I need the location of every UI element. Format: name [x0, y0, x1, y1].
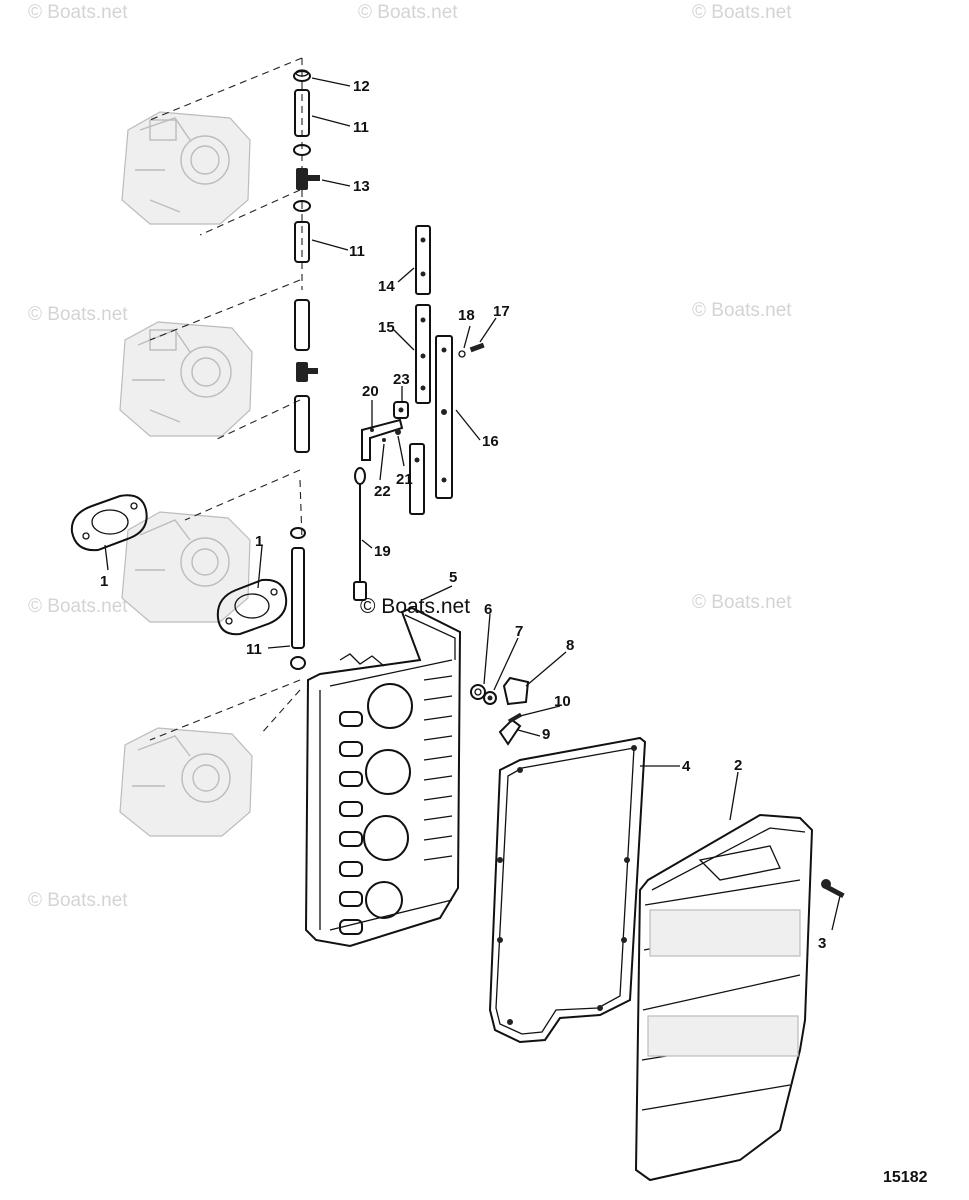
callout-13: 13: [353, 178, 370, 195]
callout-4: 4: [682, 758, 691, 775]
fuel-fittings: [290, 69, 320, 670]
callout-6: 6: [484, 601, 492, 618]
figure-number: 15182: [883, 1169, 928, 1186]
callout-16: 16: [482, 433, 499, 450]
callout-labels: 12 11 13 11 14 15 18 17 16 20 23 21 22 1…: [100, 78, 826, 952]
carburetor-ghost-4: [119, 727, 253, 837]
carburetor-ghost-3: [121, 511, 251, 623]
callout-21: 21: [396, 471, 413, 488]
leader-lines: [104, 77, 841, 931]
callout-8: 8: [566, 637, 574, 654]
callout-11-top: 11: [353, 119, 369, 136]
callout-15: 15: [378, 319, 395, 336]
carburetor-ghost-1: [121, 111, 251, 225]
manifold-reeds: [339, 711, 363, 935]
manifold-bores: [363, 683, 413, 919]
callout-12: 12: [353, 78, 370, 95]
watermark: © Boats.net: [692, 592, 792, 613]
watermark: © Boats.net: [692, 300, 792, 321]
callout-11-middle: 11: [349, 243, 365, 260]
intake-cover: [634, 813, 814, 1182]
callout-17: 17: [493, 303, 510, 320]
callout-14: 14: [378, 278, 395, 295]
intake-manifold: [304, 606, 462, 948]
callout-5: 5: [449, 569, 457, 586]
assembly-lines: [149, 57, 303, 741]
watermark-layer: © Boats.net © Boats.net © Boats.net © Bo…: [28, 2, 792, 911]
callout-23: 23: [393, 371, 410, 388]
callout-2: 2: [734, 757, 742, 774]
carburetor-gasket-left: [70, 494, 148, 552]
watermark: © Boats.net: [28, 890, 128, 911]
watermark: © Boats.net: [692, 2, 792, 23]
callout-19: 19: [374, 543, 391, 560]
carburetor-ghost-2: [119, 321, 253, 437]
cover-gasket: [488, 736, 647, 1044]
throttle-linkage: [353, 225, 485, 601]
callout-7: 7: [515, 623, 523, 640]
watermark-center: © Boats.net: [360, 595, 470, 618]
callout-22: 22: [374, 483, 391, 500]
callout-20: 20: [362, 383, 379, 400]
watermark: © Boats.net: [28, 2, 128, 23]
callout-18: 18: [458, 307, 475, 324]
watermark: © Boats.net: [28, 596, 128, 617]
callout-11-bottom: 11: [246, 641, 262, 658]
carburetor-gasket-right: [216, 578, 288, 636]
callout-1-left: 1: [100, 573, 108, 590]
watermark: © Boats.net: [28, 304, 128, 325]
callout-10: 10: [554, 693, 571, 710]
cover-screw: [821, 879, 845, 899]
watermark: © Boats.net: [358, 2, 458, 23]
callout-3: 3: [818, 935, 826, 952]
callout-9: 9: [542, 726, 550, 743]
small-parts: [470, 676, 530, 746]
callout-1-right: 1: [255, 533, 263, 550]
